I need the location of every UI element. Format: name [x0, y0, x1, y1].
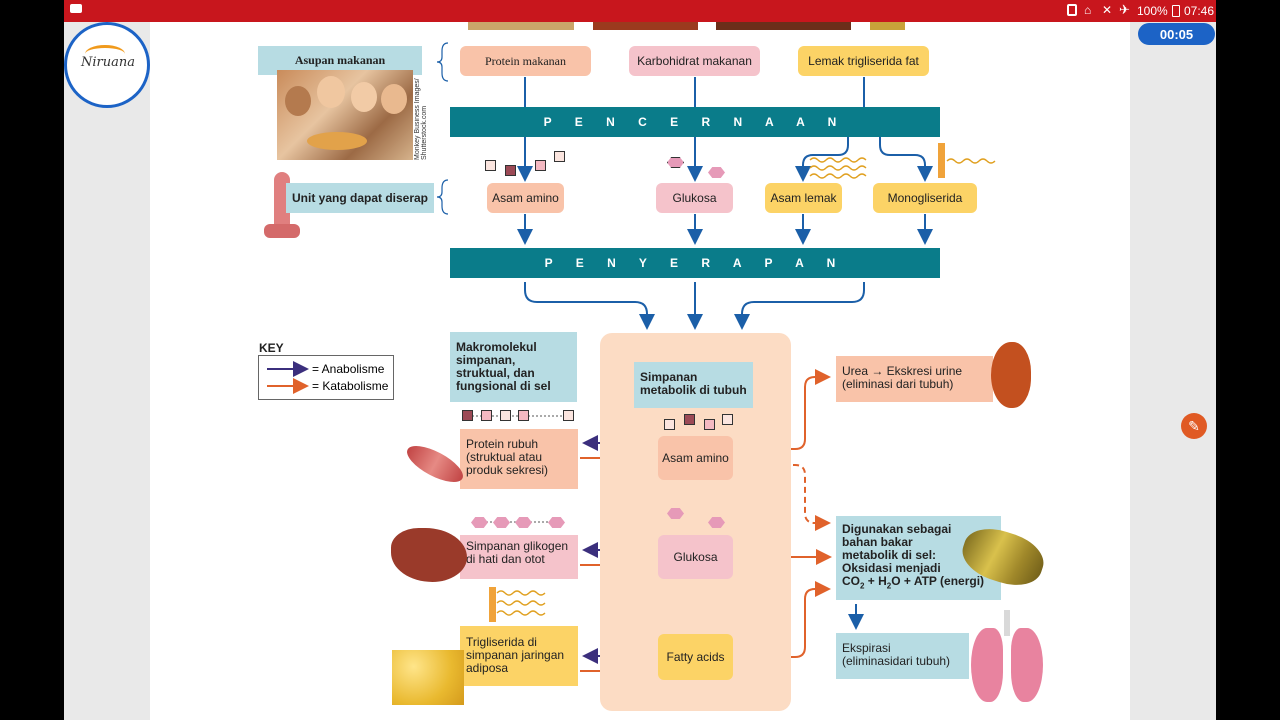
urea-excretion-box: Urea → Ekskresi urine (eliminasi dari tu… [836, 356, 993, 402]
food-photo-strip [593, 22, 698, 30]
glucose-icon [493, 517, 510, 528]
absorbed-amino-box: Asam amino [487, 183, 564, 213]
amino-acid-icon [563, 410, 574, 421]
right-margin [1130, 22, 1216, 720]
protein-food-box: Protein makanan [460, 46, 591, 76]
photo-credit: Monkey Business Images/ Shutterstock.com [414, 78, 428, 160]
expiration-box: Ekspirasi (eliminasidari tubuh) [836, 633, 969, 679]
absorbed-glucose-box: Glukosa [656, 183, 733, 213]
amino-acid-icon [664, 419, 675, 430]
left-letterbox [0, 0, 64, 720]
battery-level: 100% [1137, 4, 1168, 18]
amino-acid-icon [722, 414, 733, 425]
amino-acid-icon [554, 151, 565, 162]
expiration-line-2: (eliminasidari tubuh) [842, 654, 951, 668]
food-photo-strip [870, 22, 905, 30]
logo-arc [85, 45, 125, 63]
glucose-icon [667, 157, 684, 168]
children-eating-photo [277, 70, 413, 160]
glycerol-icon [489, 587, 496, 622]
absorbed-fatty-acid-box: Asam lemak [765, 183, 842, 213]
child-face [351, 82, 377, 112]
glucose-icon [708, 167, 725, 178]
key-title: KEY [259, 341, 284, 355]
glucose-icon [548, 517, 565, 528]
child-face [381, 84, 407, 114]
legend-box: = Anabolisme = Katabolisme [258, 355, 394, 400]
recording-timer[interactable]: 00:05 [1138, 23, 1215, 45]
food-photo-strip [716, 22, 851, 30]
triglyceride-store-box: Trigliserida di simpanan jaringan adipos… [460, 626, 578, 686]
amino-acid-icon [505, 165, 516, 176]
clock: 07:46 [1184, 4, 1215, 18]
glycogen-store-box: Simpanan glikogen di hati dan otot [460, 535, 578, 579]
right-letterbox [1216, 0, 1280, 720]
cast-icon: ⌂ [1084, 3, 1092, 17]
amino-acid-icon [481, 410, 492, 421]
glucose-icon [667, 508, 684, 519]
metabolic-store-header: Simpanan metabolik di tubuh [634, 362, 753, 408]
child-face [285, 86, 311, 116]
glycerol-icon [938, 143, 945, 178]
amino-acid-icon [704, 419, 715, 430]
absorbed-monoglyceride-box: Monogliserida [873, 183, 977, 213]
pizza-shape [307, 132, 367, 150]
battery-icon [1172, 5, 1180, 17]
amino-acid-icon [684, 414, 695, 425]
macromolecule-header: Makromolekul simpanan, struktual, dan fu… [450, 332, 577, 402]
amino-acid-icon [518, 410, 529, 421]
amino-acid-icon [462, 410, 473, 421]
glucose-icon [471, 517, 488, 528]
fuel-line-3: metabolik di sel: [842, 548, 937, 562]
left-margin [64, 22, 150, 720]
liver-illustration [391, 528, 467, 582]
kidney-illustration [991, 342, 1031, 408]
child-face [317, 76, 345, 108]
fuel-line-1: Digunakan sebagai [842, 522, 952, 536]
video-icon [70, 4, 82, 13]
digestion-bar: P E N C E R N A A N [450, 107, 940, 137]
trachea-shape [1004, 610, 1010, 636]
pencil-icon: ✎ [1188, 417, 1200, 434]
battery-saver-icon [1067, 4, 1077, 16]
villus-base [264, 224, 300, 238]
absorbable-units-label: Unit yang dapat diserap [286, 183, 434, 213]
adipose-tissue-photo [392, 650, 464, 705]
status-bar: ⌂ ✕ ✈ 100% 07:46 [64, 0, 1216, 22]
urea-line-2: (eliminasi dari tubuh) [842, 377, 954, 391]
fuel-equation: CO2 + H2O + ATP (energi) [842, 574, 985, 591]
channel-logo: Niruana [64, 22, 150, 108]
amino-acid-icon [485, 160, 496, 171]
amino-acid-icon [535, 160, 546, 171]
glucose-icon [708, 517, 725, 528]
legend-anabolism: = Anabolisme [312, 362, 385, 376]
right-lung-illustration [1011, 628, 1043, 702]
amino-acid-icon [500, 410, 511, 421]
carb-food-box: Karbohidrat makanan [629, 46, 760, 76]
fuel-line-2: bahan bakar [842, 535, 913, 549]
pen-tool-button[interactable]: ✎ [1181, 413, 1207, 439]
store-amino-box: Asam amino [658, 436, 733, 480]
glucose-icon [515, 517, 532, 528]
mute-icon: ✕ [1102, 3, 1113, 17]
store-glucose-box: Glukosa [658, 535, 733, 579]
store-fatty-acids-box: Fatty acids [658, 634, 733, 680]
expiration-line-1: Ekspirasi [842, 641, 891, 655]
fat-food-box: Lemak trigliserida fat [798, 46, 929, 76]
food-photo-strip [468, 22, 574, 30]
left-lung-illustration [971, 628, 1003, 702]
body-protein-box: Protein rubuh (struktual atau produk sek… [460, 429, 578, 489]
legend-catabolism: = Katabolisme [312, 379, 389, 393]
logo-text: Niruana [81, 55, 135, 70]
airplane-icon: ✈ [1119, 2, 1130, 17]
absorption-bar: P E N Y E R A P A N [450, 248, 940, 278]
urea-line-1: Urea → Ekskresi urine [842, 364, 963, 378]
fuel-line-4: Oksidasi menjadi [842, 561, 941, 575]
